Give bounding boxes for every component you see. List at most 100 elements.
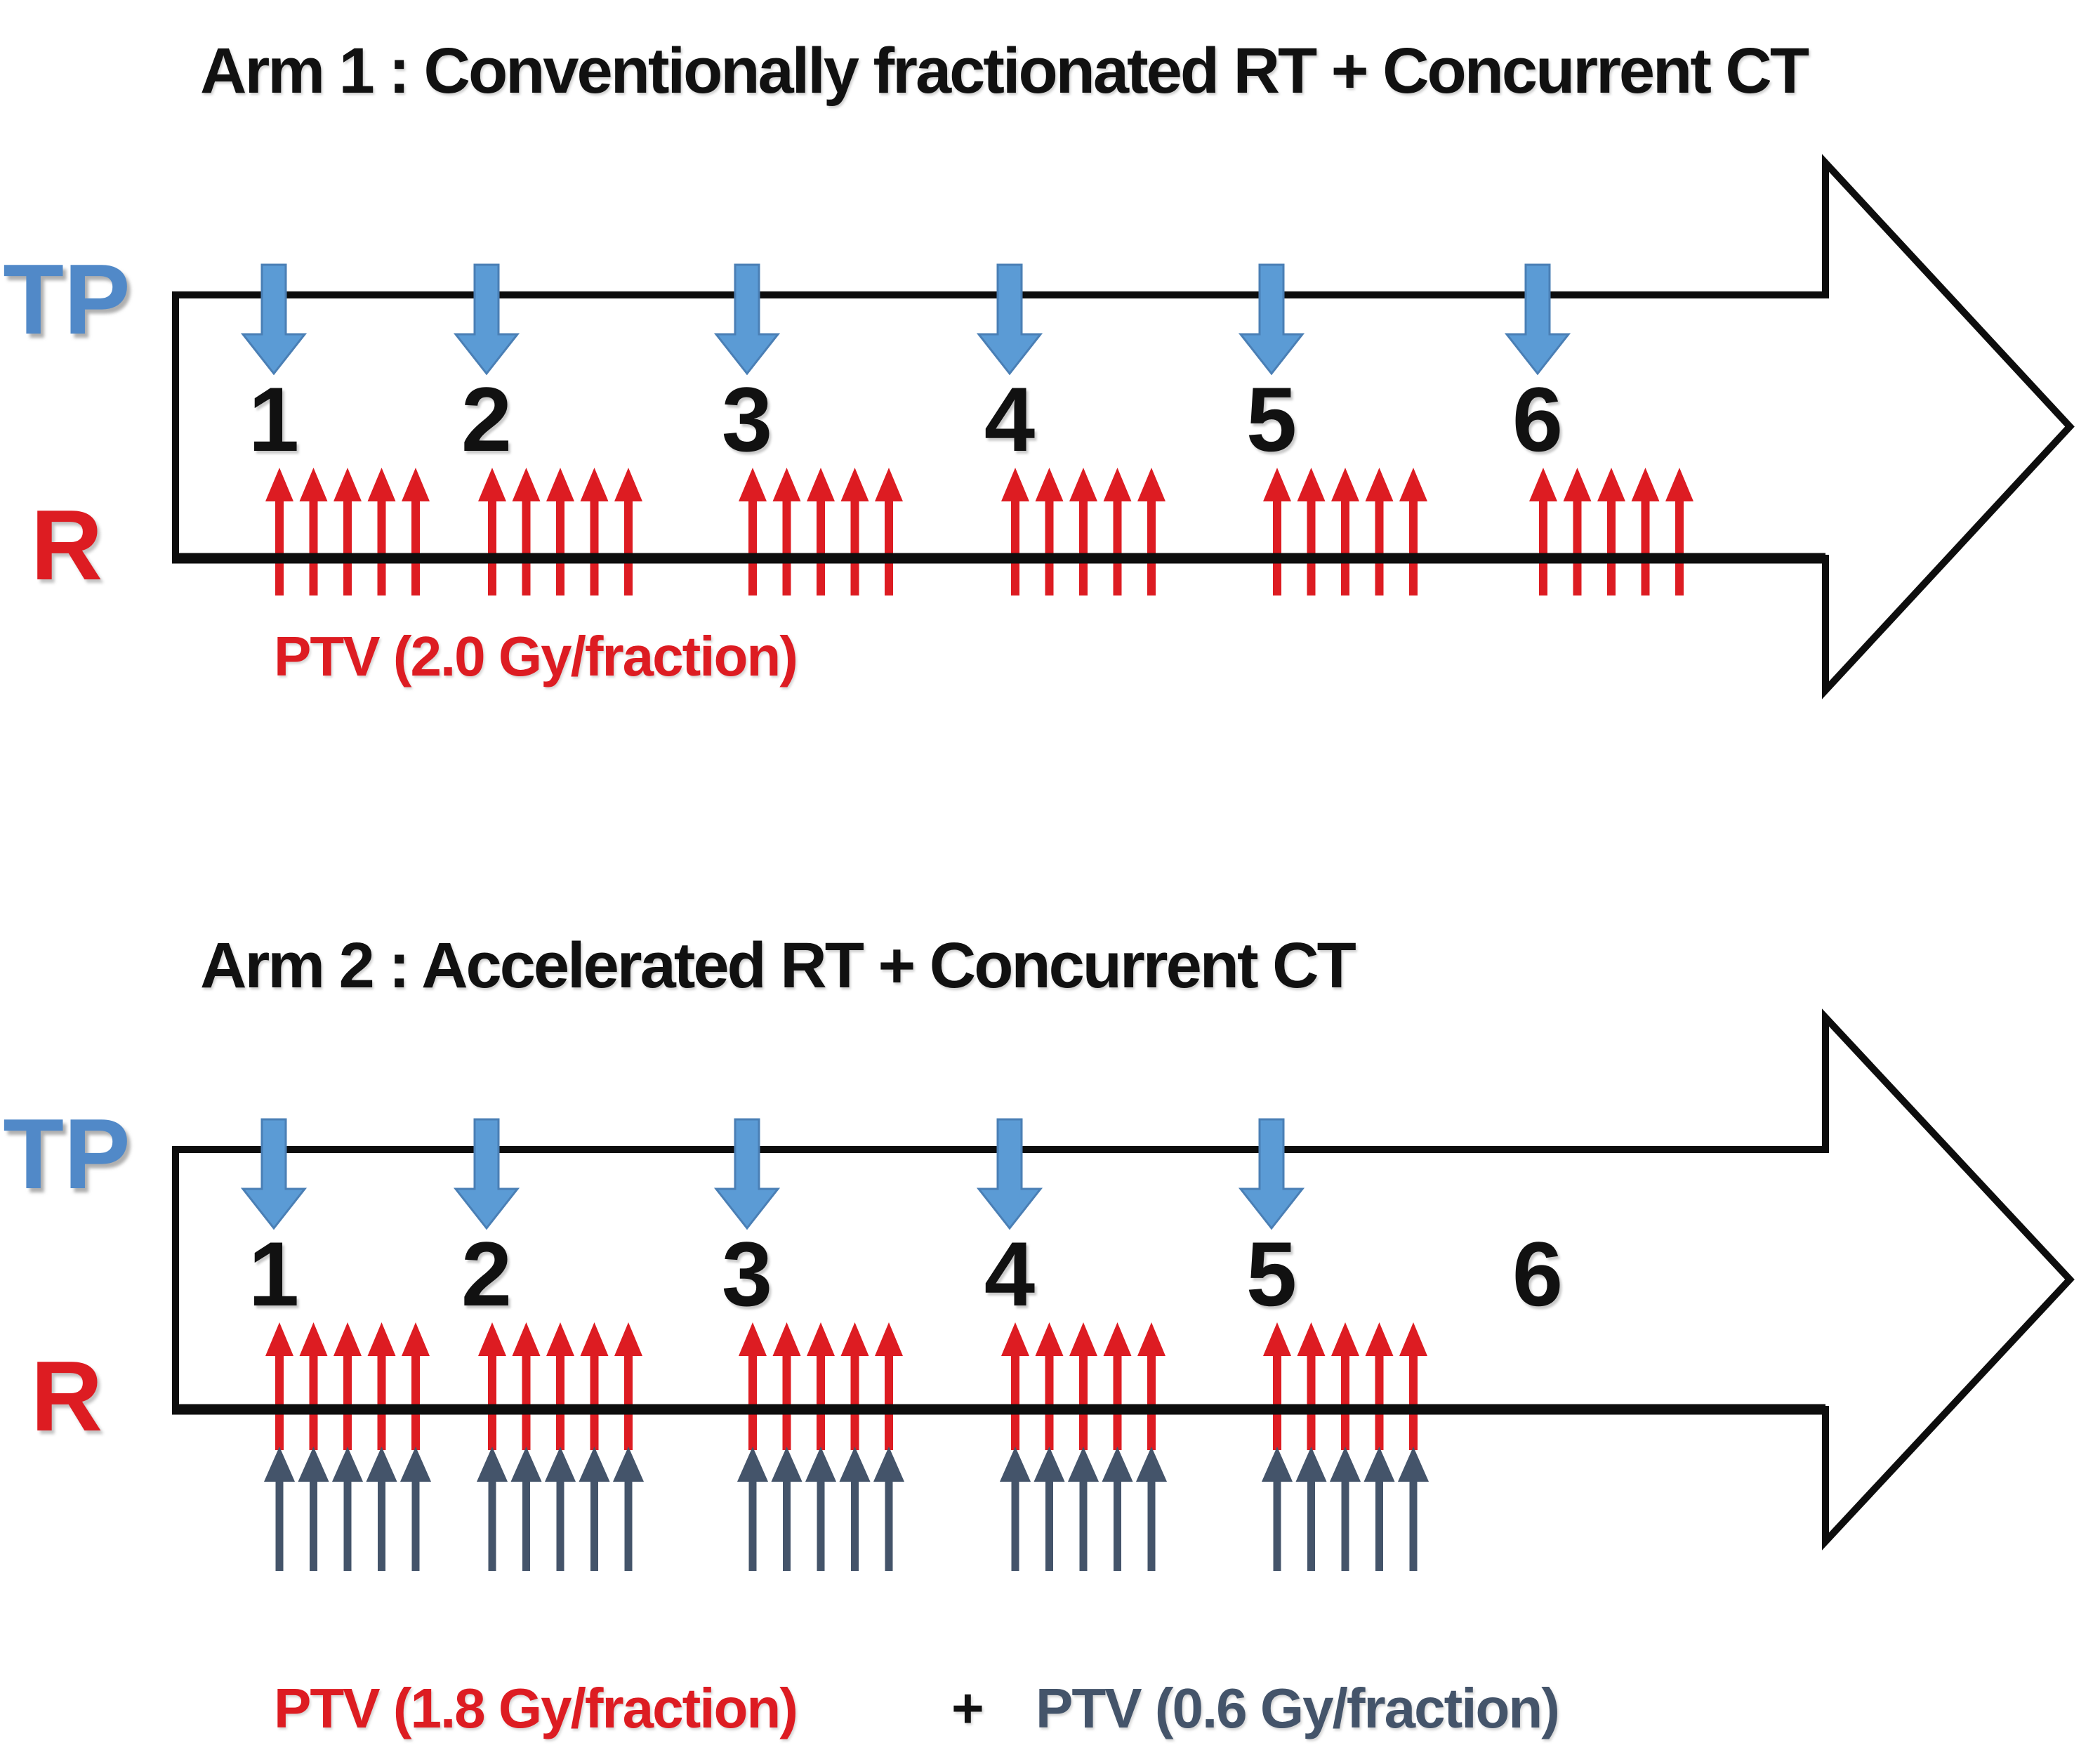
rt-week-3-fractions <box>739 1322 903 1450</box>
rt-fraction-arrow <box>334 1322 362 1450</box>
boost-fraction-arrow <box>1136 1447 1167 1571</box>
caption-segment: PTV (1.8 Gy/fraction) <box>274 1677 797 1739</box>
tp-label: TP <box>3 1098 130 1210</box>
rt-fraction-arrow <box>1001 1322 1029 1450</box>
rt-fraction-arrow <box>772 1322 801 1450</box>
rt-fraction-arrow <box>739 468 767 595</box>
chemo-cycle-arrow-week-4 <box>976 263 1043 376</box>
rt-week-3-fractions <box>739 468 903 595</box>
rt-week-2-fractions <box>478 1322 642 1450</box>
rt-fraction-arrow <box>1665 468 1693 595</box>
arm-2-title: Arm 2 : Accelerated RT + Concurrent CT <box>200 930 1356 1001</box>
boost-week-1-fractions <box>264 1447 431 1571</box>
week-number-3: 3 <box>722 1223 772 1325</box>
rt-week-5-fractions <box>1263 1322 1427 1450</box>
boost-fraction-arrow <box>737 1447 768 1571</box>
rt-fraction-arrow <box>265 1322 293 1450</box>
rt-fraction-arrow <box>299 1322 328 1450</box>
boost-fraction-arrow <box>771 1447 803 1571</box>
boost-fraction-arrow <box>332 1447 363 1571</box>
arm-1-title: Arm 1 : Conventionally fractionated RT +… <box>200 35 1809 107</box>
rt-fraction-arrow <box>402 468 430 595</box>
rt-fraction-arrow <box>1137 468 1165 595</box>
chemo-cycle-arrow-week-3 <box>713 263 781 376</box>
boost-week-3-fractions <box>737 1447 904 1571</box>
week-number-1: 1 <box>249 1223 299 1325</box>
week-number-6: 6 <box>1512 1223 1563 1325</box>
caption-segment: + <box>951 1677 983 1739</box>
rt-fraction-arrow <box>772 468 801 595</box>
rt-fraction-arrow <box>546 468 574 595</box>
boost-fraction-arrow <box>1295 1447 1327 1571</box>
rt-fraction-arrow <box>1035 468 1064 595</box>
rt-fraction-arrow <box>807 468 835 595</box>
rt-fraction-arrow <box>512 468 541 595</box>
rt-fraction-arrow <box>512 1322 541 1450</box>
rt-fraction-arrow <box>840 1322 869 1450</box>
boost-fraction-arrow <box>873 1447 904 1571</box>
boost-fraction-arrow <box>1262 1447 1293 1571</box>
arm-2: Arm 2 : Accelerated RT + Concurrent CT TP… <box>3 930 2075 1739</box>
rt-fraction-arrow <box>580 468 609 595</box>
chemo-cycle-arrow-week-6 <box>1504 263 1571 376</box>
rt-fraction-arrow <box>265 468 293 595</box>
rt-fraction-arrow <box>1399 468 1427 595</box>
chemo-cycle-arrow-week-3 <box>713 1118 781 1230</box>
week-number-5: 5 <box>1246 368 1297 470</box>
week-number-5: 5 <box>1246 1223 1297 1325</box>
rt-fraction-arrow <box>367 468 396 595</box>
arms-root: Arm 1 : Conventionally fractionated RT +… <box>3 35 2075 1739</box>
rt-fraction-arrow <box>1365 1322 1394 1450</box>
rt-fraction-arrow <box>478 468 506 595</box>
boost-fraction-arrow <box>1000 1447 1031 1571</box>
week-number-3: 3 <box>722 368 772 470</box>
week-number-1: 1 <box>249 368 299 470</box>
rt-fraction-arrow <box>614 1322 642 1450</box>
rt-fraction-arrow <box>1399 1322 1427 1450</box>
rt-week-1-fractions <box>265 468 430 595</box>
rt-fraction-arrow <box>1631 468 1660 595</box>
week-number-4: 4 <box>984 1223 1035 1325</box>
chemo-cycle-arrow-week-1 <box>240 263 308 376</box>
boost-week-4-fractions <box>1000 1447 1167 1571</box>
rt-fraction-arrow <box>546 1322 574 1450</box>
boost-fraction-arrow <box>366 1447 397 1571</box>
rt-fraction-arrow <box>402 1322 430 1450</box>
week-number-6: 6 <box>1512 368 1563 470</box>
boost-fraction-arrow <box>1398 1447 1429 1571</box>
rt-fraction-arrow <box>1069 1322 1097 1450</box>
boost-fraction-arrow <box>1330 1447 1361 1571</box>
rt-fraction-arrow <box>1563 468 1592 595</box>
boost-week-2-fractions <box>477 1447 644 1571</box>
chemo-cycle-arrow-week-2 <box>453 1118 520 1230</box>
rt-fraction-arrow <box>1331 468 1359 595</box>
chemo-cycle-arrow-week-1 <box>240 1118 308 1230</box>
rt-week-4-fractions <box>1001 468 1165 595</box>
rt-week-2-fractions <box>478 468 642 595</box>
rt-fraction-arrow <box>1331 1322 1359 1450</box>
rt-fraction-arrow <box>1263 1322 1291 1450</box>
rt-fraction-arrow <box>875 468 903 595</box>
boost-fraction-arrow <box>1102 1447 1133 1571</box>
caption-segment: PTV (0.6 Gy/fraction) <box>1036 1677 1559 1739</box>
arm-1: Arm 1 : Conventionally fractionated RT +… <box>3 35 2075 699</box>
rt-week-5-fractions <box>1263 468 1427 595</box>
boost-fraction-arrow <box>264 1447 295 1571</box>
rt-fraction-arrow <box>875 1322 903 1450</box>
chemo-cycle-arrow-week-4 <box>976 1118 1043 1230</box>
rt-fraction-arrow <box>739 1322 767 1450</box>
boost-fraction-arrow <box>400 1447 431 1571</box>
caption-segment: PTV (2.0 Gy/fraction) <box>274 625 797 687</box>
rt-fraction-arrow <box>807 1322 835 1450</box>
rt-fraction-arrow <box>478 1322 506 1450</box>
boost-fraction-arrow <box>579 1447 610 1571</box>
rt-week-1-fractions <box>265 1322 430 1450</box>
chemo-cycle-arrow-week-5 <box>1238 1118 1305 1230</box>
rt-fraction-arrow <box>580 1322 609 1450</box>
rt-fraction-arrow <box>299 468 328 595</box>
rt-label: R <box>31 489 103 601</box>
rt-fraction-arrow <box>334 468 362 595</box>
boost-fraction-arrow <box>477 1447 508 1571</box>
